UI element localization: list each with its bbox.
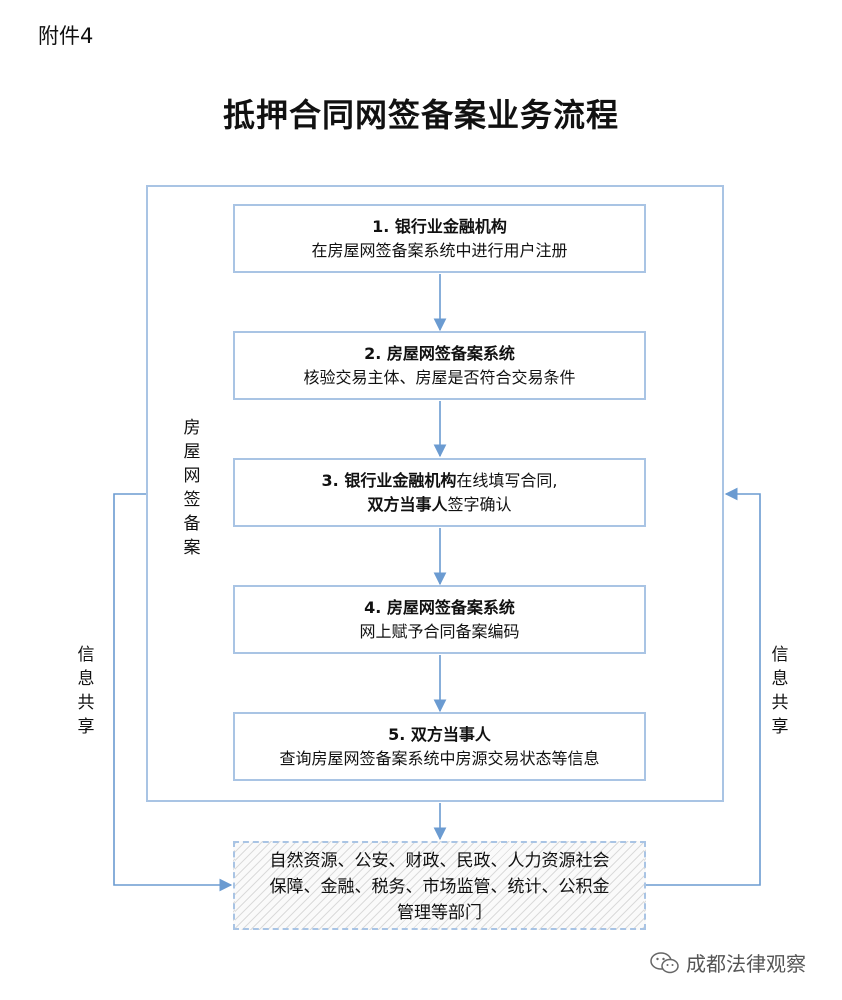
step-1-box: 1. 银行业金融机构 在房屋网签备案系统中进行用户注册 [233,204,646,273]
arrow-right-info-share [646,487,761,886]
step-3-title-rest: 在线填写合同, [456,471,558,490]
step-4-box: 4. 房屋网签备案系统 网上赋予合同备案编码 [233,585,646,654]
departments-box: 自然资源、公安、财政、民政、人力资源社会 保障、金融、税务、市场监管、统计、公积… [233,841,646,930]
departments-line-2: 保障、金融、税务、市场监管、统计、公积金 [269,877,610,897]
step-3-title: 3. 银行业金融机构 [321,471,457,490]
page-title: 抵押合同网签备案业务流程 [222,96,619,134]
step-2-desc: 核验交易主体、房屋是否符合交易条件 [303,368,576,387]
step-4-title: 4. 房屋网签备案系统 [364,598,515,617]
watermark-text: 成都法律观察 [686,952,806,976]
arrow-left-info-share [113,493,233,892]
step-5-title: 5. 双方当事人 [388,725,491,744]
departments-line-3: 管理等部门 [397,903,482,923]
online-filing-system-frame [146,185,724,802]
step-2-title: 2. 房屋网签备案系统 [364,344,515,363]
watermark: 成都法律观察 [650,948,806,977]
step-5-desc: 查询房屋网签备案系统中房源交易状态等信息 [279,749,600,768]
step-3-parties: 双方当事人 [367,495,448,514]
step-2-box: 2. 房屋网签备案系统 核验交易主体、房屋是否符合交易条件 [233,331,646,400]
departments-line-1: 自然资源、公安、财政、民政、人力资源社会 [269,851,610,871]
step-5-box: 5. 双方当事人 查询房屋网签备案系统中房源交易状态等信息 [233,712,646,781]
step-1-title: 1. 银行业金融机构 [372,217,507,236]
step-4-desc: 网上赋予合同备案编码 [359,622,520,641]
left-info-share-label: 信息 共享 [77,645,95,737]
step-3-desc: 签字确认 [447,495,512,514]
step-3-box: 3. 银行业金融机构在线填写合同, 双方当事人签字确认 [233,458,646,527]
attachment-label: 附件4 [38,24,94,48]
step-1-desc: 在房屋网签备案系统中进行用户注册 [311,241,568,260]
wechat-icon [650,951,679,973]
outer-frame-label: 房屋网 签备案 [183,418,201,558]
right-info-share-label: 信息 共享 [771,645,789,737]
